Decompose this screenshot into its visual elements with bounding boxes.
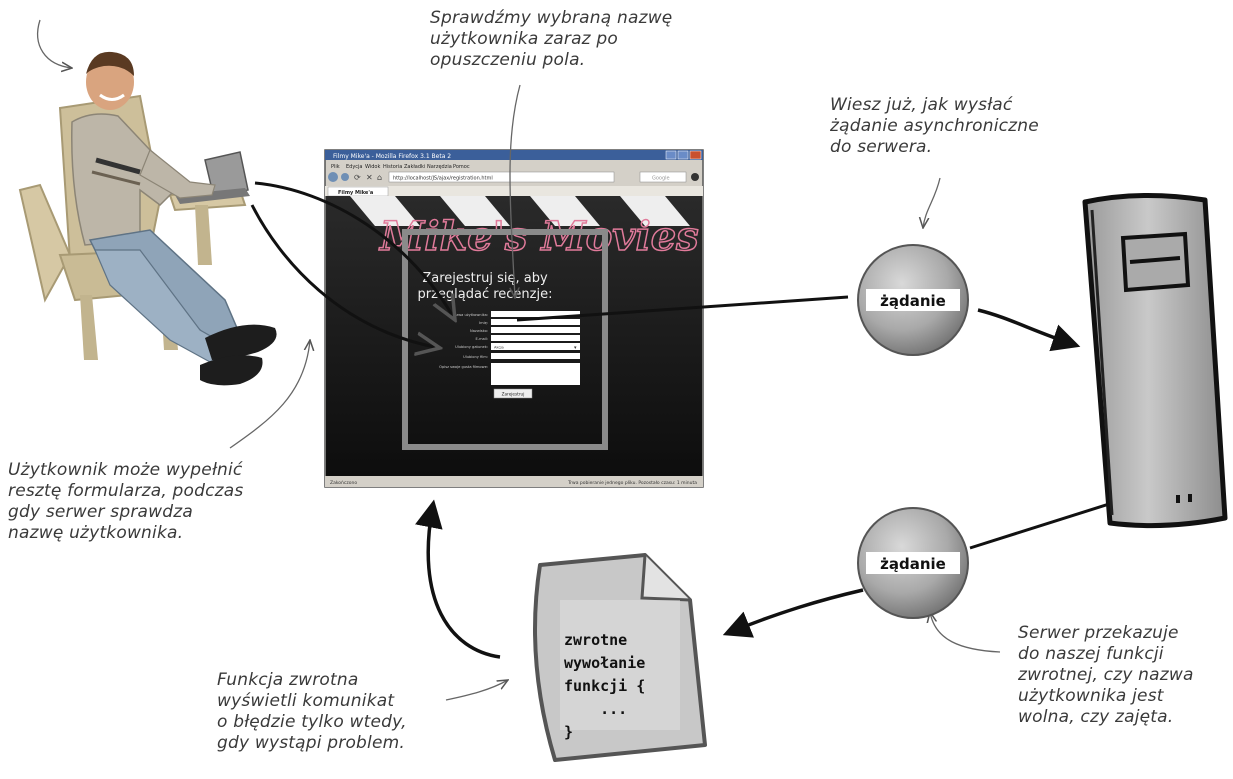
search-placeholder: Google — [652, 176, 670, 182]
username-field[interactable] — [491, 311, 580, 317]
note-server-response: Serwer przekazuje do naszej funkcji zwro… — [1018, 623, 1194, 727]
browser-toolbar: ⟳ ✕ ⌂ http://localhost/JS/ajax/registrat… — [328, 171, 699, 183]
label-tastes: Opisz swoje gusta filmowe: — [439, 365, 488, 369]
status-left: Zakończono — [330, 479, 357, 486]
email-field[interactable] — [491, 335, 580, 341]
browser-menu: Plik Edycja Widok Historia Zakładki Narz… — [331, 164, 470, 170]
tab-label: Filmy Mike'a — [338, 190, 373, 196]
status-right: Trwa pobieranie jednego pliku. Pozostało… — [567, 480, 697, 486]
user-with-laptop-illustration — [18, 51, 277, 386]
code-line-1: zwrotne — [564, 631, 627, 649]
clapperboard-stripes — [350, 196, 690, 226]
registration-form: Nazwa użytkownika: Imię: Nazwisko: E-mai… — [439, 311, 580, 399]
last-name-field[interactable] — [491, 327, 580, 333]
menu-edycja[interactable]: Edycja — [346, 164, 363, 170]
request-ball-top: żądanie — [857, 244, 969, 356]
address-bar[interactable] — [388, 171, 615, 183]
first-name-field[interactable] — [491, 319, 580, 325]
request-label-bottom: żądanie — [880, 555, 946, 573]
favorite-movie-field[interactable] — [491, 353, 580, 359]
note-callback-error: Funkcja zwrotna wyświetli komunikat o bł… — [217, 670, 407, 753]
pointer-top-right — [923, 177, 941, 228]
arrow-request-to-server — [977, 308, 1081, 352]
label-username: Nazwa użytkownika: — [451, 313, 488, 317]
code-line-4: ... — [564, 700, 627, 718]
note-user-continues: Użytkownik może wypełnić resztę formular… — [8, 460, 244, 543]
arrow-user-to-username-field — [254, 181, 455, 320]
arrow-user-to-form — [250, 204, 440, 348]
genre-select[interactable] — [491, 343, 580, 350]
pointer-top-left — [37, 19, 72, 68]
label-email: E-mail: — [476, 337, 488, 341]
request-ball-bottom: żądanie — [857, 507, 969, 619]
pointer-bottom-left — [445, 680, 508, 701]
code-line-2: wywołanie — [564, 654, 645, 672]
chevron-down-icon: ▾ — [574, 345, 577, 351]
code-line-3: funkcji { — [564, 677, 645, 695]
search-icon[interactable] — [691, 173, 699, 181]
home-icon[interactable]: ⌂ — [377, 173, 382, 182]
callback-code: zwrotne wywołanie funkcji { ... } — [564, 631, 645, 741]
register-button[interactable] — [493, 388, 533, 399]
register-heading-line1: Zarejestruj się, aby — [422, 271, 548, 286]
pointer-left — [229, 340, 310, 449]
annotation-pointers — [37, 19, 1001, 701]
back-button[interactable] — [328, 172, 338, 182]
search-input[interactable] — [639, 171, 687, 183]
tastes-textarea[interactable] — [491, 363, 580, 385]
menu-narzedzia[interactable]: Narzędzia — [427, 164, 452, 170]
register-button-label: Zarejestruj — [502, 392, 525, 397]
line-field-to-request — [516, 295, 849, 322]
note-async-request: Wiesz już, jak wysłać żądanie asynchroni… — [830, 95, 1039, 157]
browser-window: Filmy Mike'a - Mozilla Firefox 3.1 Beta … — [324, 149, 704, 488]
reload-icon[interactable]: ⟳ — [354, 173, 361, 182]
forward-button[interactable] — [341, 173, 349, 181]
callback-document — [533, 553, 707, 762]
menu-zakladki[interactable]: Zakładki — [404, 164, 425, 170]
genre-select-value: Akcja — [494, 346, 504, 350]
code-line-5: } — [564, 723, 573, 741]
arrow-callback-to-browser — [415, 499, 501, 659]
menu-pomoc[interactable]: Pomoc — [453, 164, 470, 170]
request-label-top: żądanie — [880, 292, 946, 310]
note-check-username: Sprawdźmy wybraną nazwę użytkownika zara… — [430, 8, 673, 70]
browser-title: Filmy Mike'a - Mozilla Firefox 3.1 Beta … — [333, 153, 451, 160]
stop-icon[interactable]: ✕ — [366, 173, 373, 182]
label-genre: Ulubiony gatunek: — [455, 345, 488, 349]
pointer-top-center — [510, 84, 521, 298]
server-illustration — [1082, 192, 1228, 529]
status-bar — [325, 476, 703, 487]
menu-historia[interactable]: Historia — [383, 164, 402, 170]
mikes-movies-logo: Mike's Movies — [378, 213, 699, 260]
arrow-response-to-callback — [722, 588, 864, 638]
pointer-bottom-right — [930, 612, 1001, 653]
label-favorite-movie: Ulubiony film: — [463, 355, 488, 359]
address-url: http://localhost/JS/ajax/registration.ht… — [393, 176, 493, 182]
menu-widok[interactable]: Widok — [365, 164, 380, 170]
menu-plik[interactable]: Plik — [331, 164, 340, 170]
label-last-name: Nazwisko: — [470, 329, 488, 333]
label-first-name: Imię: — [479, 321, 488, 325]
window-controls[interactable] — [665, 150, 702, 160]
